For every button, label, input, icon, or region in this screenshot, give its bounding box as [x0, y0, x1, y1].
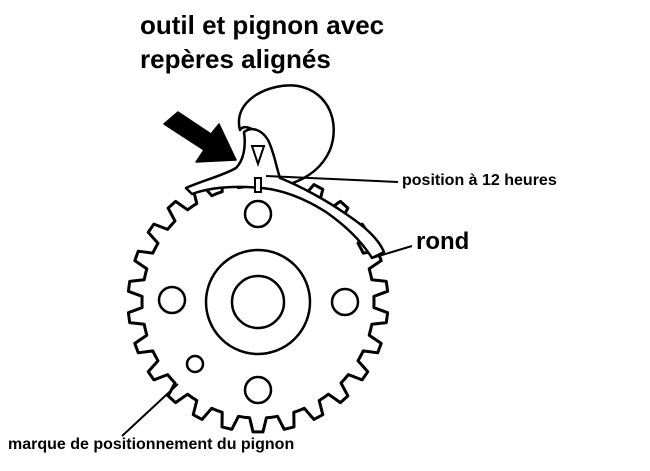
gear-hole-left: [157, 285, 187, 315]
pointing-arrow-icon: [163, 111, 237, 163]
tool-arm: [184, 128, 386, 260]
label-positioning-mark: marque de positionnement du pignon: [8, 436, 295, 453]
leader-round: [371, 245, 413, 259]
gear-hole-top: [243, 199, 273, 229]
gear-hole-right: [330, 287, 360, 317]
page-title: outil et pignon avec repères alignés: [140, 8, 460, 76]
title-line-1: outil et pignon avec: [140, 10, 385, 40]
gear-hole-bottom: [243, 375, 273, 405]
title-line-2: repères alignés: [140, 44, 331, 74]
hub-outer-ring: [204, 248, 312, 356]
positioning-hole: [185, 354, 205, 374]
leader-positioning-mark: [121, 383, 179, 437]
hub-center-hole: [230, 274, 286, 330]
triangle-mark-icon: [250, 145, 266, 168]
label-round: rond: [416, 228, 470, 255]
leader-twelve-oclock: [265, 175, 399, 183]
gear-mark-notch: [254, 177, 262, 193]
label-twelve-oclock: position à 12 heures: [402, 172, 557, 189]
